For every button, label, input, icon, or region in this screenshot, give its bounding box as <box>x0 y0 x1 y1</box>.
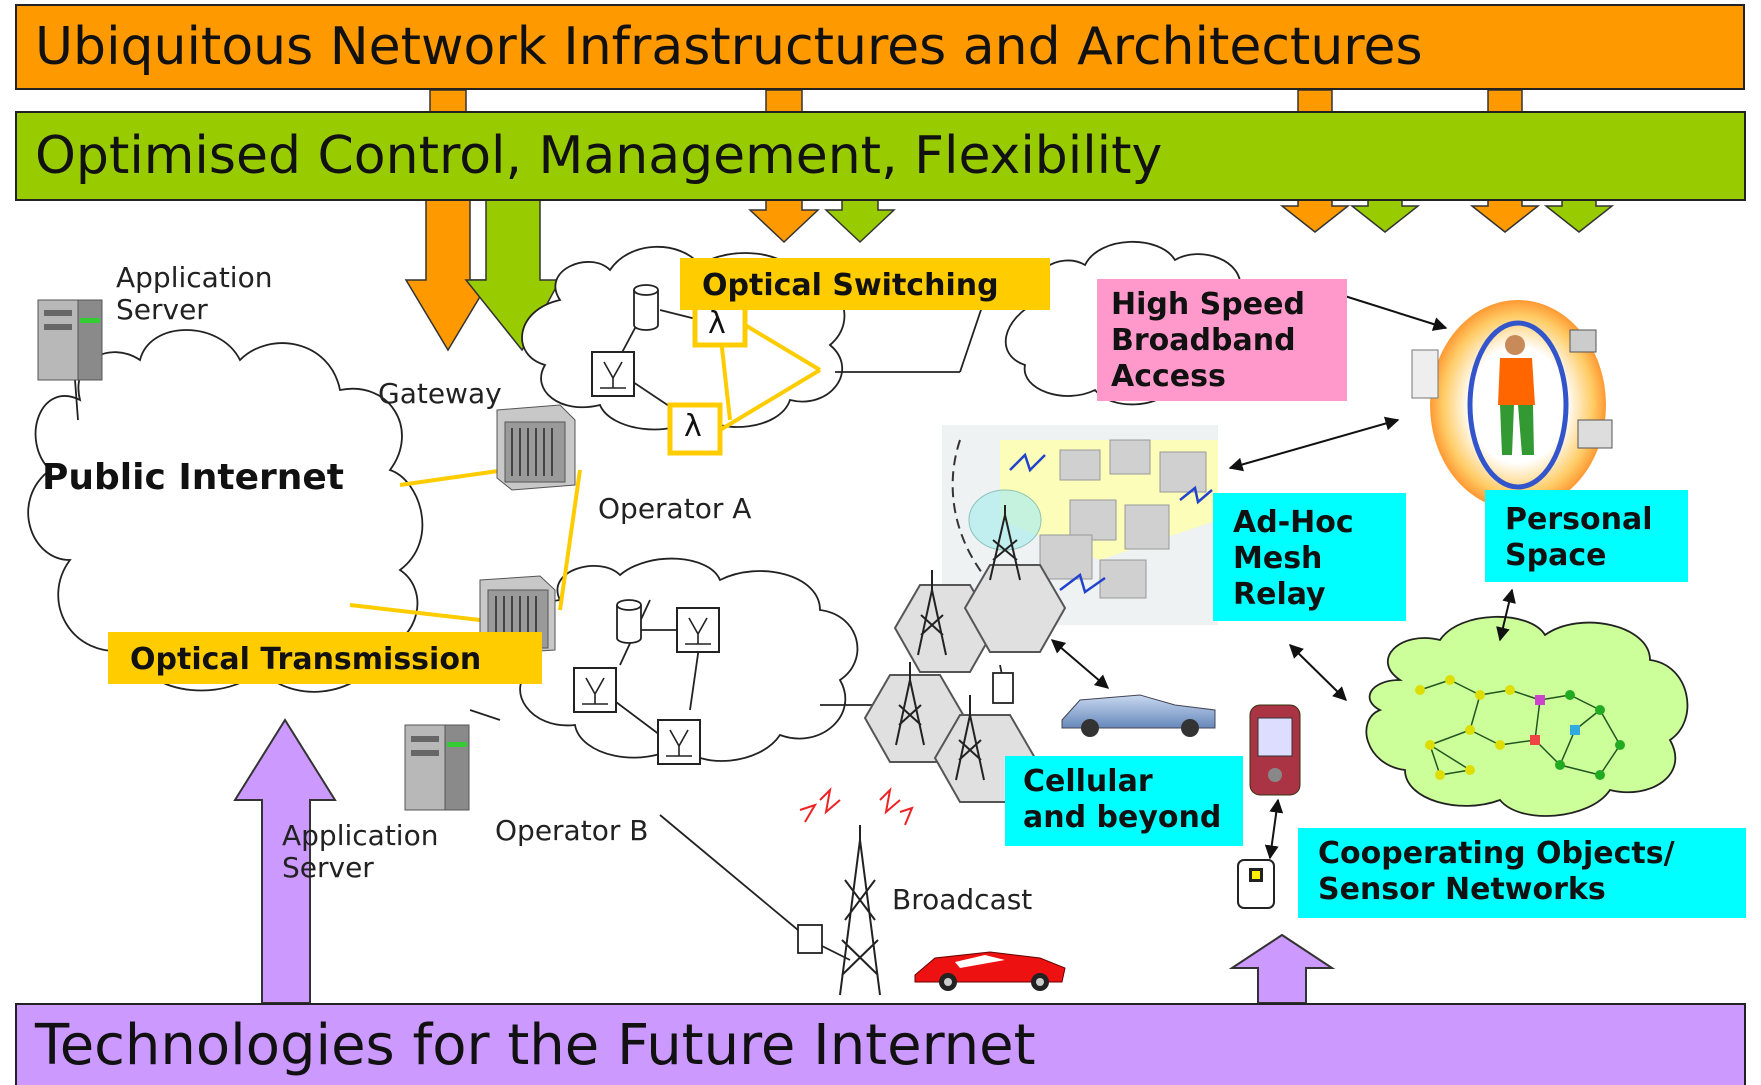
purple-up-arrow-left <box>233 718 337 1004</box>
tag-cooperating-objects-sensor-networks: Cooperating Objects/ Sensor Networks <box>1298 828 1746 918</box>
label-application-server-top: Application Server <box>116 261 273 327</box>
tag-high-speed-broadband-access: High Speed Broadband Access <box>1097 279 1347 401</box>
person-icon <box>1498 335 1535 455</box>
broadcast-waves <box>799 787 914 826</box>
cell-towers <box>839 505 1021 996</box>
orange-arrow-1 <box>404 199 492 352</box>
switch-symbols <box>582 361 711 757</box>
lambda-boxes <box>667 302 748 456</box>
gateway-icon <box>496 404 576 491</box>
public-internet-cloud <box>27 329 424 693</box>
banner-future-internet: Technologies for the Future Internet <box>15 1003 1746 1085</box>
switch-icons <box>573 351 720 765</box>
label-public-internet: Public Internet <box>42 457 344 498</box>
label-gateway: Gateway <box>378 377 502 410</box>
sensor-graph <box>1419 679 1621 776</box>
green-arrow-3 <box>1349 199 1421 233</box>
orange-arrow-3 <box>1279 199 1351 233</box>
sensor-device-icon <box>1237 859 1275 909</box>
terminal-boxes <box>797 672 1014 954</box>
green-arrow-2 <box>824 199 896 244</box>
optical-links <box>349 323 822 622</box>
banner-ubiquitous-network: Ubiquitous Network Infrastructures and A… <box>15 4 1745 90</box>
adhoc-mesh-picture <box>942 425 1218 625</box>
label-operator-a: Operator A <box>598 492 752 525</box>
tag-adhoc-mesh-relay: Ad-Hoc Mesh Relay <box>1213 493 1406 621</box>
double-arrows <box>1050 289 1516 860</box>
banner-future-internet-text: Technologies for the Future Internet <box>35 1012 1036 1078</box>
tag-personal-space: Personal Space <box>1485 490 1688 582</box>
personal-space-picture <box>1411 300 1613 510</box>
tag-cellular-and-beyond: Cellular and beyond <box>1005 756 1243 846</box>
silver-car-icon <box>1061 694 1216 737</box>
sensor-network-cloud <box>1365 615 1689 817</box>
green-arrow-4 <box>1543 199 1615 233</box>
tag-optical-switching: Optical Switching <box>680 258 1050 310</box>
label-broadcast: Broadcast <box>892 883 1033 916</box>
lambda-symbol-1: λ <box>708 306 726 341</box>
server-icon-bottom <box>404 724 470 811</box>
tag-optical-transmission: Optical Transmission <box>108 632 542 684</box>
pda-device-icon <box>1249 704 1301 796</box>
database-icons <box>616 284 659 644</box>
label-operator-b: Operator B <box>495 814 649 847</box>
label-application-server-bottom: Application Server <box>282 819 439 885</box>
server-icon-top <box>37 299 103 381</box>
red-car-icon <box>914 951 1066 991</box>
banner-optimised-control-text: Optimised Control, Management, Flexibili… <box>35 126 1163 186</box>
orange-arrow-4 <box>1469 199 1541 233</box>
orange-arrow-2 <box>748 199 820 244</box>
banner-ubiquitous-network-text: Ubiquitous Network Infrastructures and A… <box>35 17 1423 77</box>
banner-optimised-control: Optimised Control, Management, Flexibili… <box>15 111 1746 201</box>
up-arrows <box>233 718 1336 1004</box>
purple-up-arrow-right <box>1228 933 1336 1004</box>
lambda-symbol-2: λ <box>684 409 702 444</box>
sensor-nodes <box>1415 675 1625 780</box>
